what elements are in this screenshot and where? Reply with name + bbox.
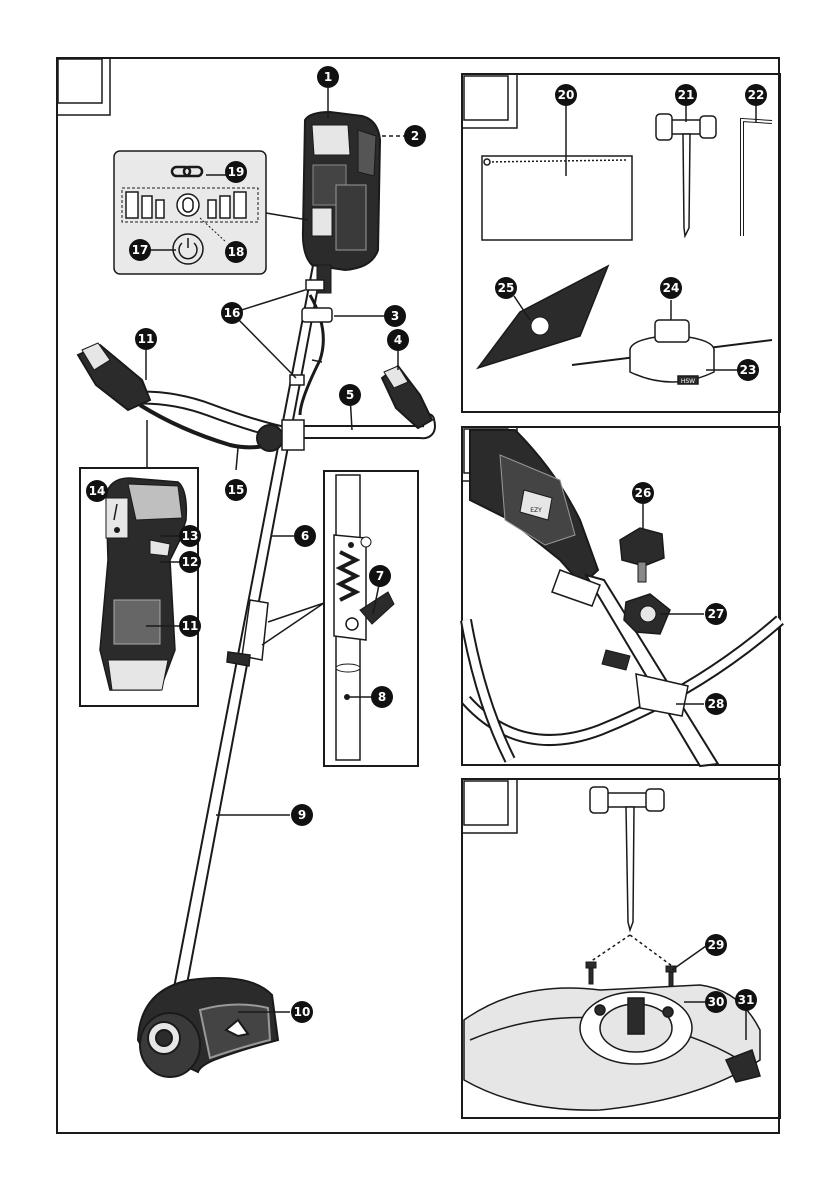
coupling-inset [262,471,418,766]
callout-7: 7 [369,565,391,587]
guard-screws [586,962,676,988]
callout-5-label: 5 [346,388,354,402]
callout-28-label: 28 [708,697,725,711]
storage-bag [482,156,632,240]
callout-11-grip: 11 [179,615,201,637]
callout-9-label: 9 [298,808,306,822]
panel-b-frame [462,74,780,412]
callout-25: 25 [495,277,517,299]
handle-grip-left [78,343,150,410]
callout-25-label: 25 [498,281,515,295]
callout-10-label: 10 [294,1005,311,1019]
callout-10: 10 [291,1001,313,1023]
callout-31: 31 [735,989,757,1011]
callout-27: 27 [705,603,727,625]
callout-6: 6 [294,525,316,547]
callout-18-label: 18 [228,245,245,259]
hex-key [742,120,772,236]
callout-19-label: 19 [228,165,245,179]
callout-21: 21 [675,84,697,106]
callout-19: 19 [225,161,247,183]
callout-20: 20 [555,84,577,106]
callout-30-label: 30 [708,995,725,1009]
callout-20-label: 20 [558,88,575,102]
spool-badge-text: HSW [681,378,695,385]
callout-11-handle-label: 11 [138,332,155,346]
callout-8-label: 8 [378,690,386,704]
callout-5: 5 [339,384,361,406]
callout-24: 24 [660,277,682,299]
motor-housing [303,112,380,293]
callout-4: 4 [387,329,409,351]
callout-2: 2 [404,125,426,147]
callout-22-label: 22 [748,88,765,102]
callout-26-label: 26 [635,486,652,500]
callout-13: 13 [179,525,201,547]
callout-23: 23 [737,359,759,381]
callout-13-label: 13 [182,529,199,543]
callout-17-label: 17 [132,243,149,257]
guard-tool [590,787,672,966]
callout-23-label: 23 [740,363,757,377]
callout-12: 12 [179,551,201,573]
spark-plug-wrench [656,114,716,236]
callout-3-label: 3 [391,309,399,323]
callout-7-label: 7 [376,569,384,583]
callout-4-label: 4 [394,333,402,347]
callout-15-label: 15 [228,483,245,497]
callout-11-grip-label: 11 [182,619,199,633]
callout-16: 16 [221,302,243,324]
callout-24-label: 24 [663,281,680,295]
callout-27-label: 27 [708,607,725,621]
callout-21-label: 21 [678,88,695,102]
callout-29-label: 29 [708,938,725,952]
callout-12-label: 12 [182,555,199,569]
head-label-text: EZY [530,507,542,514]
callout-31-label: 31 [738,993,755,1007]
callout-11-handle: 11 [135,328,157,350]
callout-8: 8 [371,686,393,708]
callout-30: 30 [705,991,727,1013]
mount-knob [620,528,664,582]
callout-26: 26 [632,482,654,504]
callout-16-label: 16 [224,306,241,320]
callout-29: 29 [705,934,727,956]
callout-1-label: 1 [324,70,332,84]
callout-6-label: 6 [301,529,309,543]
callout-2-label: 2 [411,129,419,143]
trimmer-guard [138,978,278,1077]
callout-18: 18 [225,241,247,263]
callout-1: 1 [317,66,339,88]
handle-grip-right [382,366,432,428]
callout-14-label: 14 [89,484,106,498]
mount-scene [466,430,780,766]
callout-28: 28 [705,693,727,715]
callout-3: 3 [384,305,406,327]
callout-14: 14 [86,480,108,502]
boost-button-icon [177,194,199,216]
callout-15: 15 [225,479,247,501]
front-handle-bar [128,295,429,447]
callout-9: 9 [291,804,313,826]
callout-17: 17 [129,239,151,261]
callout-22: 22 [745,84,767,106]
